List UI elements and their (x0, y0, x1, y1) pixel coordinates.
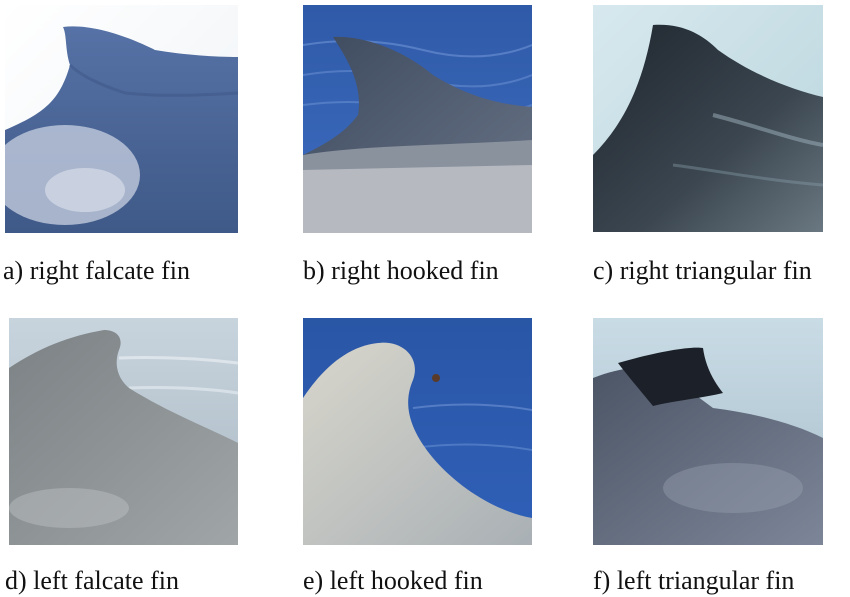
photo-left-hooked-fin (303, 318, 532, 545)
caption-d: d) left falcate fin (5, 566, 179, 595)
photo-right-hooked-fin (303, 5, 532, 233)
photo-left-falcate-fin (9, 318, 238, 545)
photo-right-falcate-fin (5, 5, 238, 233)
caption-b: b) right hooked fin (303, 256, 499, 285)
caption-f: f) left triangular fin (593, 566, 795, 595)
caption-c: c) right triangular fin (593, 256, 812, 285)
caption-e: e) left hooked fin (303, 566, 483, 595)
photo-right-triangular-fin (593, 5, 823, 232)
caption-a: a) right falcate fin (3, 256, 190, 285)
photo-left-triangular-fin (593, 318, 823, 545)
